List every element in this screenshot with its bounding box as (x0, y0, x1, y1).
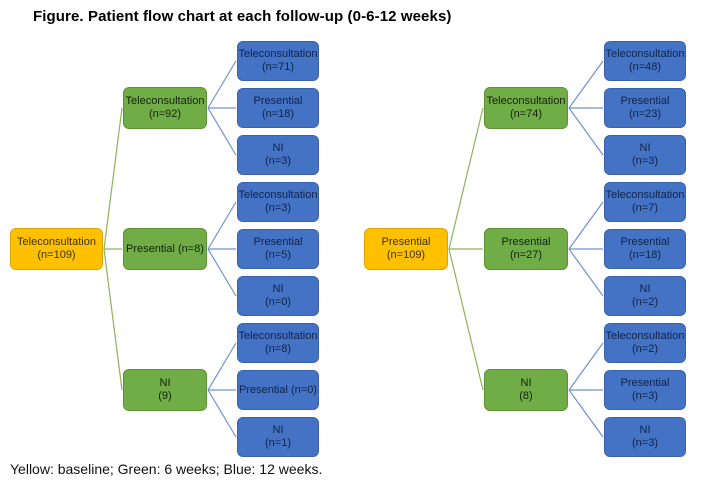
t1-b3-l1-12weeks-node: Teleconsultation (n=8) (237, 323, 319, 363)
node-count: (n=3) (265, 202, 291, 214)
node-label: NI (520, 377, 532, 389)
green-connectors (103, 107, 484, 391)
t1-b2-l1-12weeks-node: Teleconsultation (n=3) (237, 182, 319, 222)
t2-b1-6weeks-node: Teleconsultation (n=74) (484, 87, 568, 129)
node-label: Presential (n=0) (239, 383, 317, 396)
t1-b3-l2-12weeks-node: Presential (n=0) (237, 370, 319, 410)
node-label: Teleconsultation (605, 330, 685, 342)
node-count: (8) (519, 390, 533, 402)
t1-root-baseline-node: Teleconsultation (n=109) (10, 228, 103, 270)
t1-b2-l2-12weeks-node: Presential (n=5) (237, 229, 319, 269)
node-count: (n=2) (632, 296, 658, 308)
node-label: NI (639, 142, 651, 154)
node-count: (n=3) (632, 390, 658, 402)
node-label: Presential (620, 236, 670, 248)
node-count: (n=48) (628, 61, 662, 73)
t2-b3-l2-12weeks-node: Presential (n=3) (604, 370, 686, 410)
node-label: Teleconsultation (605, 48, 685, 60)
t1-b1-l1-12weeks-node: Teleconsultation (n=71) (237, 41, 319, 81)
node-label: Presential (620, 377, 670, 389)
node-count: (n=3) (632, 155, 658, 167)
node-label: NI (639, 283, 651, 295)
node-count: (n=3) (265, 155, 291, 167)
node-label: Presential (381, 236, 431, 248)
t2-b2-6weeks-node: Presential (n=27) (484, 228, 568, 270)
node-label: Presential (253, 236, 303, 248)
t1-b1-6weeks-node: Teleconsultation (n=92) (123, 87, 207, 129)
color-legend: Yellow: baseline; Green: 6 weeks; Blue: … (10, 461, 323, 477)
t2-b3-l3-12weeks-node: NI (n=3) (604, 417, 686, 457)
node-count: (n=92) (148, 108, 182, 120)
node-label: NI (272, 283, 284, 295)
node-label: Teleconsultation (605, 189, 685, 201)
node-count: (n=3) (632, 437, 658, 449)
node-label: Teleconsultation (238, 189, 318, 201)
node-label: Presential (501, 236, 551, 248)
t1-b2-6weeks-node: Presential (n=8) (123, 228, 207, 270)
node-count: (n=27) (509, 249, 543, 261)
node-count: (9) (158, 390, 172, 402)
node-count: (n=23) (628, 108, 662, 120)
t2-b1-l3-12weeks-node: NI (n=3) (604, 135, 686, 175)
t2-b2-l2-12weeks-node: Presential (n=18) (604, 229, 686, 269)
node-label: Teleconsultation (486, 95, 566, 107)
t2-b3-l1-12weeks-node: Teleconsultation (n=2) (604, 323, 686, 363)
node-count: (n=5) (265, 249, 291, 261)
node-label: Presential (620, 95, 670, 107)
node-label: Presential (253, 95, 303, 107)
node-count: (n=74) (509, 108, 543, 120)
node-label: Teleconsultation (17, 236, 96, 248)
t2-b2-l3-12weeks-node: NI (n=2) (604, 276, 686, 316)
node-label: NI (639, 424, 651, 436)
node-count: (n=109) (37, 249, 76, 261)
blue-connectors (207, 60, 604, 438)
t1-b1-l2-12weeks-node: Presential (n=18) (237, 88, 319, 128)
node-count: (n=2) (632, 343, 658, 355)
t2-root-baseline-node: Presential (n=109) (364, 228, 448, 270)
t2-b2-l1-12weeks-node: Teleconsultation (n=7) (604, 182, 686, 222)
node-count: (n=109) (386, 249, 426, 261)
node-count: (n=18) (261, 108, 295, 120)
t1-b3-l3-12weeks-node: NI (n=1) (237, 417, 319, 457)
figure-title: Figure. Patient flow chart at each follo… (33, 8, 452, 25)
node-count: (n=7) (632, 202, 658, 214)
t2-b1-l1-12weeks-node: Teleconsultation (n=48) (604, 41, 686, 81)
node-label: Teleconsultation (238, 48, 318, 60)
node-label: NI (272, 142, 284, 154)
node-label: NI (272, 424, 284, 436)
node-count: (n=8) (265, 343, 291, 355)
node-label: Presential (n=8) (126, 242, 204, 255)
node-count: (n=0) (265, 296, 291, 308)
node-label: Teleconsultation (238, 330, 318, 342)
node-label: NI (159, 377, 171, 389)
t1-b3-6weeks-node: NI (9) (123, 369, 207, 411)
node-label: Teleconsultation (125, 95, 205, 107)
t1-b1-l3-12weeks-node: NI (n=3) (237, 135, 319, 175)
node-count: (n=1) (265, 437, 291, 449)
t1-b2-l3-12weeks-node: NI (n=0) (237, 276, 319, 316)
node-count: (n=71) (261, 61, 295, 73)
node-count: (n=18) (628, 249, 662, 261)
t2-b3-6weeks-node: NI (8) (484, 369, 568, 411)
t2-b1-l2-12weeks-node: Presential (n=23) (604, 88, 686, 128)
